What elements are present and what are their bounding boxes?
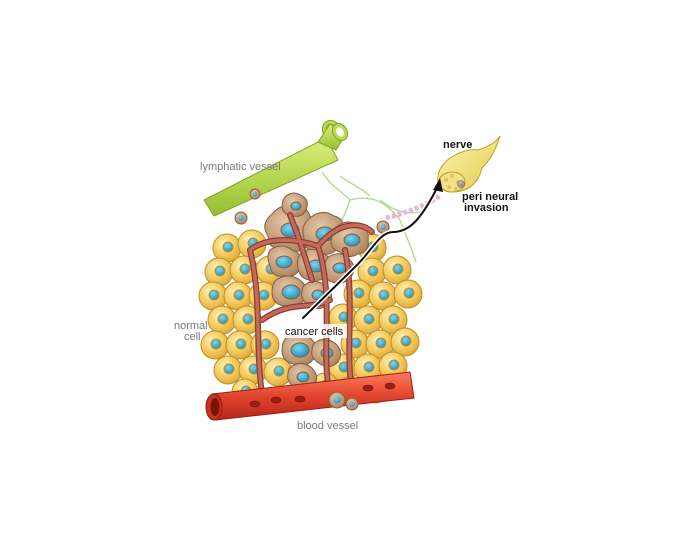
label-invasion: invasion xyxy=(464,202,509,214)
normal-cell-cluster xyxy=(198,229,423,406)
label-normal: normal xyxy=(174,320,208,332)
blood-vessel-icon xyxy=(205,371,415,421)
lymph-branches xyxy=(321,171,421,263)
label-blood-vessel: blood vessel xyxy=(297,420,358,432)
label-nerve: nerve xyxy=(443,139,472,151)
cancer-label-bg xyxy=(283,324,347,338)
label-peri-neural: peri neural xyxy=(462,191,518,203)
lymphatic-vessel-icon xyxy=(203,119,349,217)
label-cancer-cells: cancer cells xyxy=(285,326,344,338)
arrow-icon xyxy=(300,178,443,321)
label-lymphatic-vessel: lymphatic vessel xyxy=(200,161,281,173)
capillaries xyxy=(247,212,375,398)
label-cell: cell xyxy=(184,331,201,343)
floating-cancer-cells xyxy=(234,188,390,234)
nerve-icon xyxy=(385,135,501,221)
